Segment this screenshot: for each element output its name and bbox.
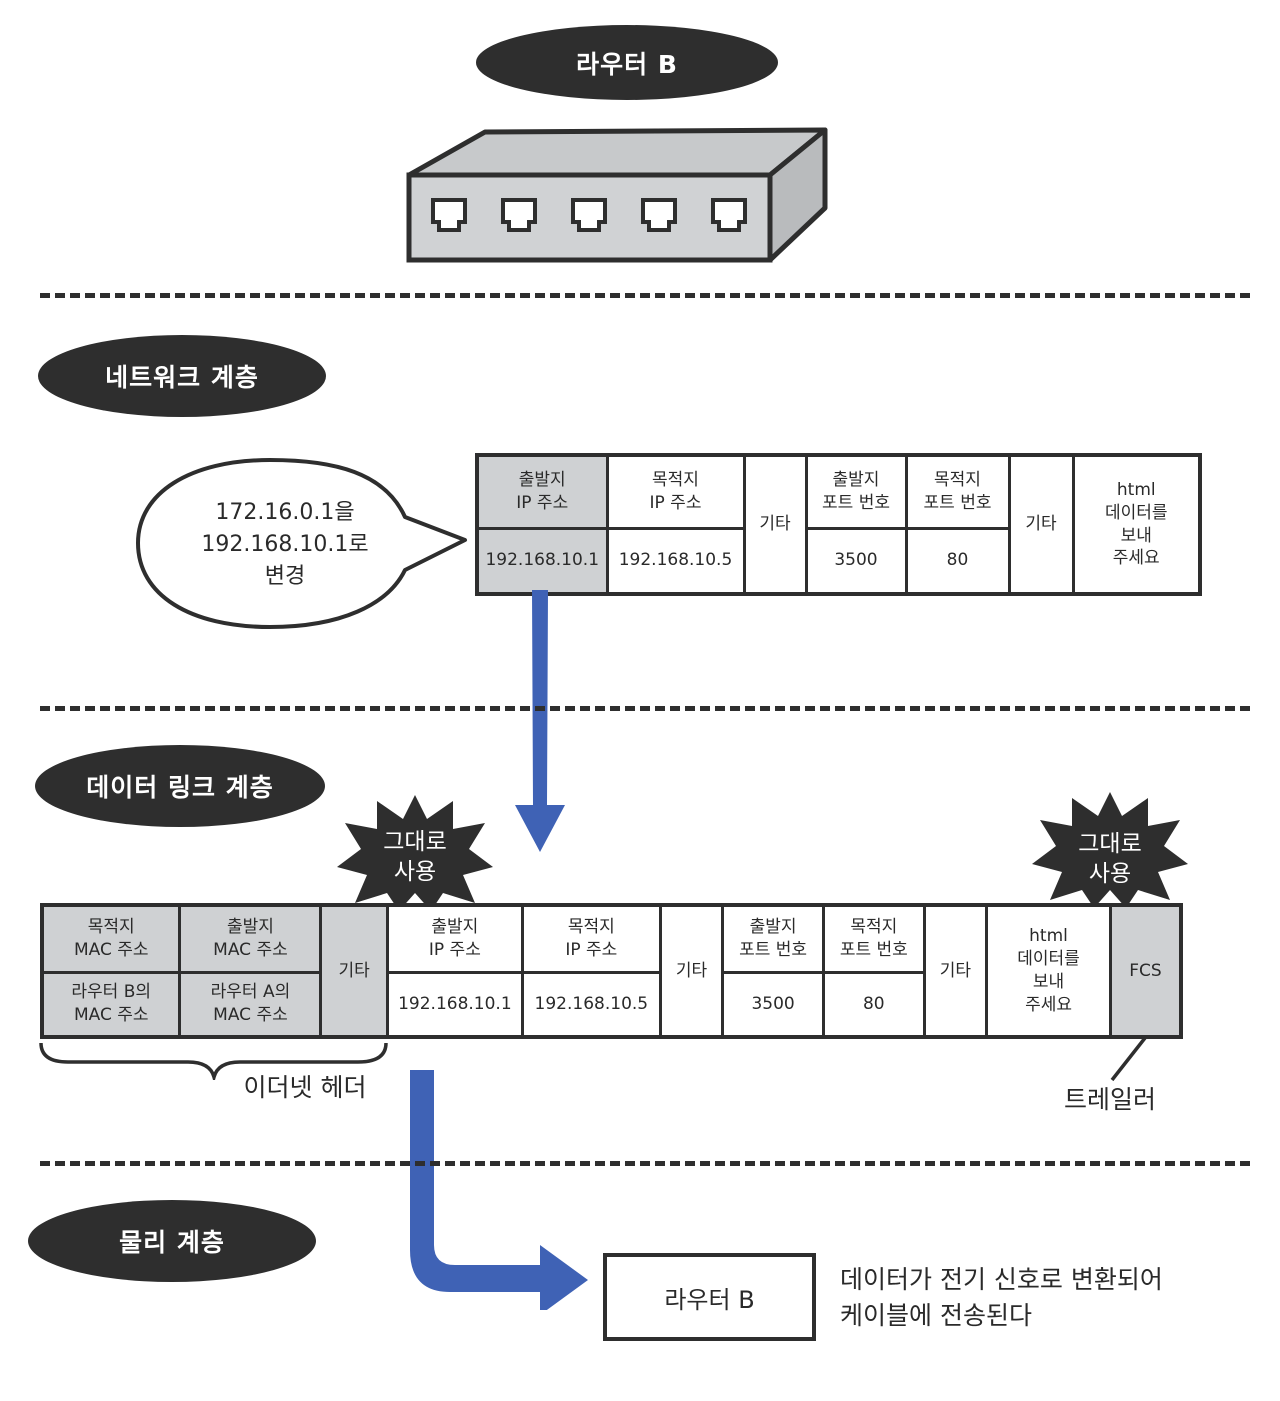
dl-fcs: FCS	[1108, 903, 1183, 1039]
trailer-pointer	[1110, 1036, 1147, 1082]
dl-etc2: 기타	[922, 903, 989, 1039]
trailer-label: 트레일러	[1063, 1085, 1156, 1114]
divider-1	[40, 293, 1250, 298]
burst-left-icon	[337, 795, 493, 911]
burst-left-text: 그대로 사용	[383, 829, 447, 885]
router-b-label: 라우터 B	[576, 49, 678, 79]
net-src-ip-header: 출발지 IP 주소	[475, 453, 609, 530]
datalink-frame-table: 목적지 MAC 주소 출발지 MAC 주소 기타 출발지 IP 주소 목적지 I…	[40, 903, 1183, 1039]
ethernet-header-brace	[39, 1042, 388, 1080]
physical-router-box: 라우터 B	[603, 1253, 816, 1341]
ethernet-header-label: 이더넷 헤더	[243, 1073, 367, 1102]
dl-src-port-header: 출발지 포트 번호	[721, 903, 825, 974]
dl-etc1: 기타	[658, 903, 725, 1039]
net-src-ip-value: 192.168.10.1	[475, 526, 609, 596]
router-b-pill: 라우터 B	[476, 25, 778, 100]
physical-note: 데이터가 전기 신호로 변환되어 케이블에 전송된다	[840, 1265, 1163, 1331]
net-dst-port-value: 80	[904, 526, 1011, 596]
dl-dst-ip-header: 목적지 IP 주소	[520, 903, 662, 974]
network-layer-pill: 네트워크 계층	[38, 335, 326, 417]
net-data: html 데이터를 보내 주세요	[1071, 453, 1202, 596]
dl-dst-mac-value: 라우터 B의 MAC 주소	[40, 970, 182, 1039]
net-src-port-value: 3500	[804, 526, 908, 596]
divider-3	[40, 1161, 1250, 1166]
burst-right-text: 그대로 사용	[1078, 831, 1142, 887]
dl-data: html 데이터를 보내 주세요	[985, 903, 1112, 1039]
dl-src-ip-value: 192.168.10.1	[385, 970, 524, 1039]
net-etc2: 기타	[1007, 453, 1075, 596]
physical-layer-pill: 물리 계층	[28, 1200, 316, 1282]
dl-dst-ip-value: 192.168.10.5	[520, 970, 662, 1039]
datalink-layer-pill: 데이터 링크 계층	[35, 745, 325, 827]
physical-router-label: 라우터 B	[664, 1285, 755, 1314]
speech-bubble-text: 172.16.0.1을 192.168.10.1로 변경	[201, 500, 369, 589]
net-etc1: 기타	[742, 453, 808, 596]
dl-dst-port-header: 목적지 포트 번호	[821, 903, 926, 974]
dl-src-mac-value: 라우터 A의 MAC 주소	[178, 970, 323, 1039]
router-device-icon	[406, 127, 828, 263]
divider-2	[40, 706, 1250, 711]
dl-src-mac-header: 출발지 MAC 주소	[178, 903, 323, 974]
dl-dst-port-value: 80	[821, 970, 926, 1039]
burst-right-icon	[1032, 792, 1188, 908]
dl-etc0: 기타	[319, 903, 389, 1039]
blue-arrow-icon	[515, 590, 565, 852]
net-src-port-header: 출발지 포트 번호	[804, 453, 908, 530]
speech-bubble	[136, 458, 467, 629]
blue-arrow-bend-icon	[410, 1070, 588, 1310]
net-dst-ip-value: 192.168.10.5	[605, 526, 746, 596]
net-dst-port-header: 목적지 포트 번호	[904, 453, 1011, 530]
dl-src-port-value: 3500	[721, 970, 825, 1039]
network-layer-label: 네트워크 계층	[105, 363, 259, 392]
dl-dst-mac-header: 목적지 MAC 주소	[40, 903, 182, 974]
dl-src-ip-header: 출발지 IP 주소	[385, 903, 524, 974]
datalink-layer-label: 데이터 링크 계층	[86, 773, 274, 802]
net-dst-ip-header: 목적지 IP 주소	[605, 453, 746, 530]
network-packet-table: 출발지 IP 주소 목적지 IP 주소 기타 출발지 포트 번호 목적지 포트 …	[475, 453, 1202, 596]
physical-layer-label: 물리 계층	[119, 1228, 225, 1257]
